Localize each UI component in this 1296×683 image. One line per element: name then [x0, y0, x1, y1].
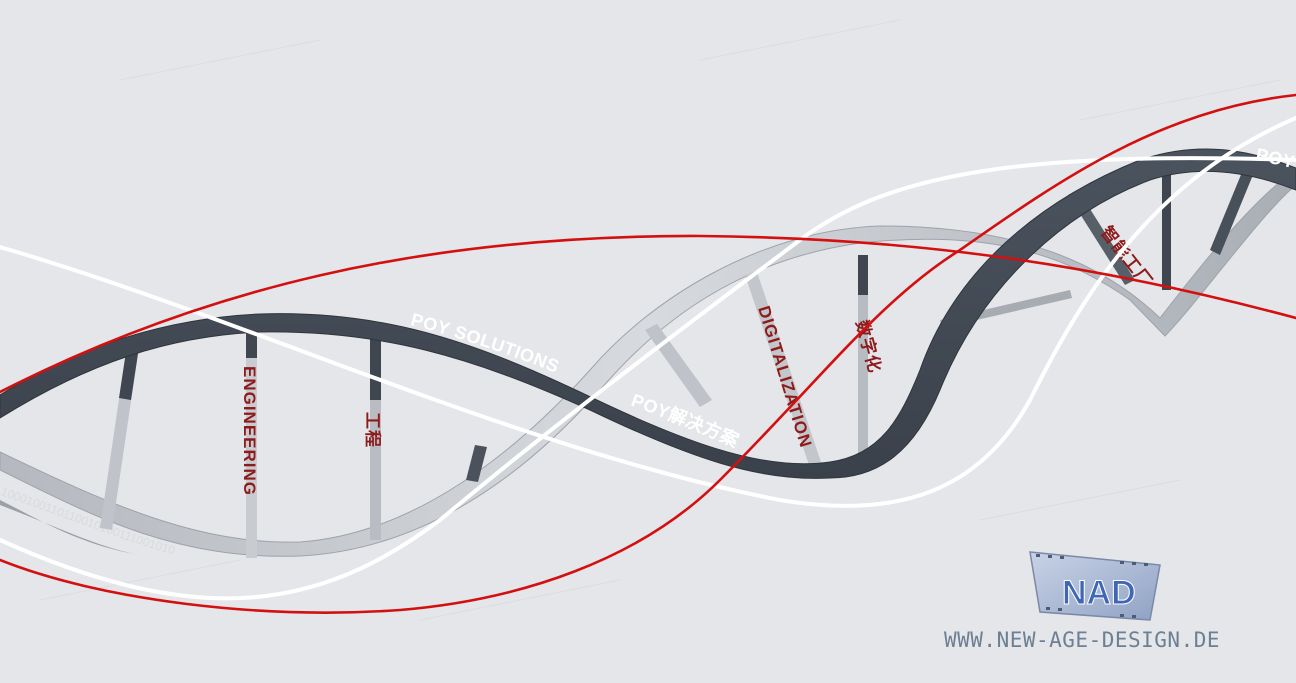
- rung-cap: [246, 318, 257, 358]
- rung-label-engineering: ENGINEERING: [240, 366, 259, 496]
- rung: [466, 445, 487, 482]
- rung: [1162, 160, 1171, 290]
- helix-strand-front: [0, 148, 1296, 555]
- rung-cap: [858, 255, 868, 295]
- rung: [745, 272, 822, 468]
- helix-rungs: [100, 160, 1255, 558]
- rung-label-gongcheng: 工程: [363, 412, 382, 448]
- white-curves: [0, 116, 1296, 601]
- rung: [1068, 190, 1135, 285]
- rung: [858, 255, 868, 455]
- rung-cap: [119, 345, 139, 400]
- rung: [1210, 165, 1255, 255]
- nad-logo: NAD: [1029, 551, 1161, 621]
- rung: [246, 318, 257, 558]
- red-curves: [0, 93, 1296, 614]
- rung: [370, 330, 381, 540]
- rung: [645, 324, 712, 407]
- rung-label-digitalization: DIGITALIZATION: [754, 304, 815, 451]
- website-url: WWW.NEW-AGE-DESIGN.DE: [944, 628, 1221, 652]
- rung-cap: [370, 330, 381, 400]
- background-watermark: [39, 19, 1281, 621]
- logo-text: NAD: [1062, 574, 1136, 612]
